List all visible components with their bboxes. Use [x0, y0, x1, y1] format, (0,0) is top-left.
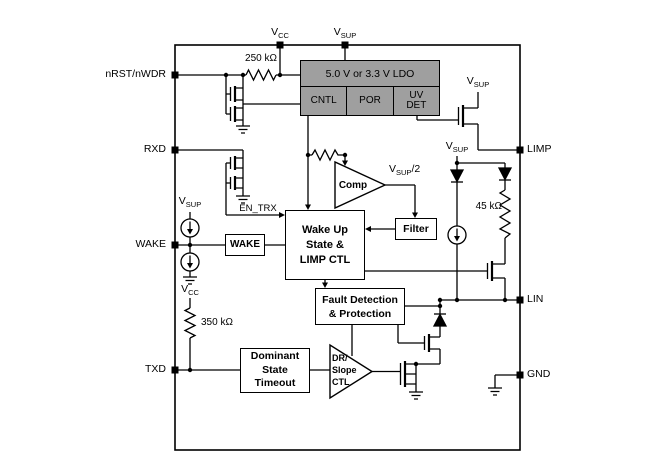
fault-line2: & Protection	[328, 307, 392, 320]
pin-vcc	[276, 41, 284, 49]
wakeup-line1: Wake Up	[301, 223, 349, 236]
vsup-top-label: VSUP	[333, 26, 357, 41]
wake-block: WAKE	[225, 234, 265, 256]
dominant-line1: Dominant	[250, 350, 300, 363]
resistor-45k-label: 45 kΩ	[475, 201, 502, 212]
vsup-wake-label: VSUP	[178, 195, 202, 210]
ground-symbols	[183, 125, 502, 400]
pin-vsup	[341, 41, 349, 49]
filter-block-label: Filter	[403, 223, 429, 235]
dominant-line3: Timeout	[254, 377, 296, 390]
resistor-250k	[245, 68, 277, 82]
slope-line2: Slope	[332, 365, 357, 375]
pin-rxd	[171, 146, 179, 154]
ldo-cell-cntl: CNTL	[310, 94, 337, 106]
vsup-limp-label: VSUP	[466, 75, 490, 90]
comparator-label: Comp	[338, 180, 368, 191]
wakeup-state-block: Wake Up State & LIMP CTL	[285, 210, 365, 280]
gnd-pin-label: GND	[527, 368, 551, 380]
mosfet-channel-bars	[233, 86, 494, 387]
slope-line3: CTL	[332, 377, 350, 387]
ldo-block: 5.0 V or 3.3 V LDO CNTL POR UV DET	[300, 60, 440, 116]
fault-line1: Fault Detection	[322, 293, 398, 306]
filter-block: Filter	[395, 218, 437, 240]
resistor-350k-label: 350 kΩ	[201, 317, 233, 328]
diode-vsup-branch	[449, 169, 465, 183]
resistor-45k	[498, 189, 512, 239]
nrst-pin-label: nRST/nWDR	[105, 68, 166, 80]
junction-dots	[187, 72, 508, 373]
fault-detection-block: Fault Detection & Protection	[315, 288, 405, 325]
pin-lin	[516, 296, 524, 304]
slope-line1: DR/	[332, 353, 348, 363]
wake-block-label: WAKE	[230, 239, 260, 250]
diode-lin-driver	[432, 313, 448, 327]
en-trx-label: EN_TRX	[239, 203, 277, 214]
ldo-cell-por: POR	[346, 87, 392, 115]
dominant-timeout-block: Dominant State Timeout	[240, 348, 310, 393]
dominant-line2: State	[262, 363, 288, 376]
pin-squares	[171, 41, 524, 379]
pin-limp	[516, 146, 524, 154]
current-source-lin	[447, 225, 467, 245]
diode-45k-branch	[497, 167, 513, 181]
limp-pin-label: LIMP	[527, 143, 552, 155]
comparator-triangle	[334, 160, 387, 210]
ldo-title: 5.0 V or 3.3 V LDO	[325, 67, 415, 80]
signal-arrowheads	[279, 160, 418, 288]
lin-pin-label: LIN	[527, 293, 544, 305]
ldo-cell-row: CNTL POR UV DET	[301, 86, 439, 115]
wakeup-line2: State &	[306, 238, 344, 251]
rxd-pin-label: RXD	[143, 143, 166, 155]
vcc-pullup-label: VCC	[181, 283, 199, 298]
slope-control-triangle	[329, 343, 374, 400]
slope-control-label: DR/ Slope CTL	[332, 352, 366, 388]
resistor-350k	[183, 307, 197, 339]
vsup-lin-label: VSUP	[445, 140, 469, 155]
pin-wake	[171, 241, 179, 249]
wakeup-line3: LIMP CTL	[299, 253, 351, 266]
pin-gnd	[516, 371, 524, 379]
mosfet-gate-bars	[229, 87, 489, 385]
resistor-250k-label: 250 kΩ	[245, 53, 277, 64]
vcc-top-label: VCC	[271, 26, 289, 41]
resistor-comp-input	[311, 148, 340, 162]
txd-pin-label: TXD	[145, 363, 166, 375]
wake-pin-label: WAKE	[135, 238, 166, 250]
ldo-cell-uvdet: UV DET	[392, 87, 439, 115]
pin-nrst	[171, 71, 179, 79]
vsup-half-ref-label: VSUP/2	[389, 163, 421, 178]
current-source-wake-bottom	[180, 252, 200, 272]
current-source-wake-top	[180, 218, 200, 238]
pin-txd	[171, 366, 179, 374]
